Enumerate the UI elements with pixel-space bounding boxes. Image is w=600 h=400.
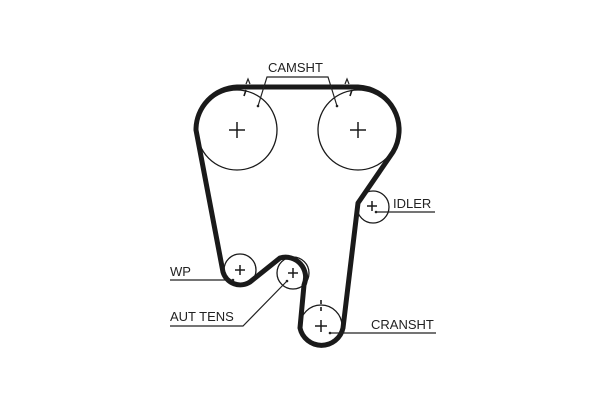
crankshaft-label: CRANSHT	[371, 317, 434, 332]
camshaft-label: CAMSHT	[268, 60, 323, 75]
leader-dot	[335, 104, 339, 108]
leader-dot	[285, 279, 289, 283]
crankshaft-callout: CRANSHT	[328, 317, 436, 335]
auto-tensioner-leader-line	[170, 280, 288, 327]
water-pump-callout: WP	[170, 264, 235, 282]
leader-dot	[328, 331, 332, 335]
timing-mark-icon	[243, 89, 247, 97]
camshaft-leader-line	[257, 76, 338, 107]
camshaft-left-pulley	[196, 77, 278, 171]
auto-tensioner-callout: AUT TENS	[170, 279, 289, 327]
timing-belt	[193, 84, 402, 348]
leader-dot	[374, 210, 378, 214]
leader-dot	[256, 104, 260, 108]
camshaft-right-pulley	[317, 77, 399, 171]
camshaft-callout: CAMSHT	[256, 60, 339, 108]
leader-dot	[231, 278, 235, 282]
timing-arrow-icon	[344, 77, 350, 85]
timing-mark-icon	[349, 89, 353, 97]
idler-callout: IDLER	[374, 196, 435, 214]
auto-tensioner-label: AUT TENS	[170, 309, 234, 324]
idler-label: IDLER	[393, 196, 431, 211]
water-pump-label: WP	[170, 264, 191, 279]
timing-arrow-icon	[245, 77, 251, 85]
